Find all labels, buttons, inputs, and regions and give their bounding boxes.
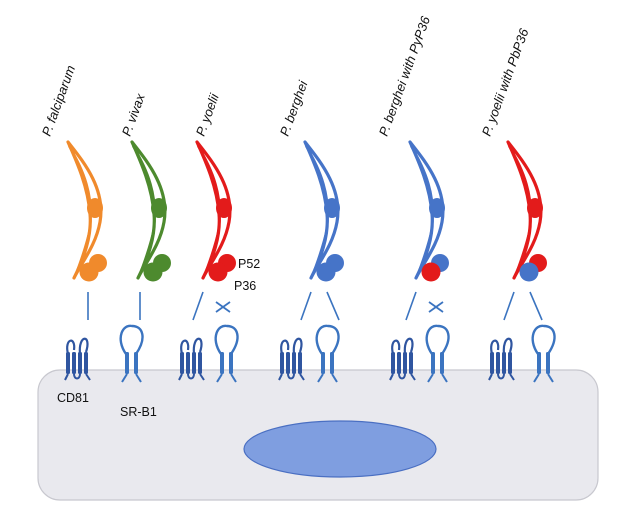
p36-protein-icon bbox=[208, 262, 228, 282]
nucleus-icon bbox=[216, 198, 232, 218]
srb1-receptor-icon bbox=[214, 324, 239, 383]
nucleus-icon bbox=[243, 420, 437, 478]
sporozoite-icon bbox=[130, 140, 171, 282]
cd81-receptor-icon bbox=[488, 337, 515, 381]
sporozoite-icon bbox=[506, 140, 547, 282]
p52-label: P52 bbox=[238, 257, 260, 271]
interaction-line bbox=[529, 291, 543, 321]
nucleus-icon bbox=[151, 198, 167, 218]
srb1-receptor-icon bbox=[119, 324, 144, 383]
srb1-receptor-icon bbox=[315, 324, 340, 383]
srb1-label: SR-B1 bbox=[120, 405, 157, 419]
species-label-berghei-pyp36: P. berghei with PyP36 bbox=[376, 14, 434, 138]
interaction-line bbox=[300, 291, 312, 321]
p36-protein-icon bbox=[79, 262, 99, 282]
p36-protein-icon bbox=[519, 262, 539, 282]
p36-protein-icon bbox=[316, 262, 336, 282]
sporozoite-icon bbox=[66, 140, 107, 282]
species-label-vivax: P. vivax bbox=[119, 91, 148, 138]
srb1-receptor-icon bbox=[425, 324, 450, 383]
nucleus-icon bbox=[324, 198, 340, 218]
cd81-label: CD81 bbox=[57, 391, 89, 405]
cd81-receptor-icon bbox=[389, 337, 416, 381]
p36-label: P36 bbox=[234, 279, 256, 293]
nucleus-icon bbox=[429, 198, 445, 218]
sporozoite-icon bbox=[303, 140, 344, 282]
interaction-line bbox=[192, 291, 204, 321]
interaction-line bbox=[405, 291, 417, 321]
cd81-receptor-icon bbox=[178, 337, 205, 381]
cd81-receptor-icon bbox=[278, 337, 305, 381]
p36-protein-icon bbox=[143, 262, 163, 282]
species-label-yoelii-pbp36: P. yoelii with PbP36 bbox=[479, 26, 532, 138]
cross-icon bbox=[428, 301, 444, 313]
nucleus-icon bbox=[527, 198, 543, 218]
sporozoite-icon bbox=[195, 140, 236, 282]
species-label-falciparum: P. falciparum bbox=[39, 63, 79, 138]
cross-icon bbox=[215, 301, 231, 313]
sporozoite-icon bbox=[408, 140, 449, 282]
interaction-line bbox=[326, 291, 340, 321]
species-label-berghei: P. berghei bbox=[277, 78, 311, 138]
srb1-receptor-icon bbox=[531, 324, 556, 383]
nucleus-icon bbox=[87, 198, 103, 218]
cd81-receptor-icon bbox=[64, 337, 91, 381]
interaction-line bbox=[503, 291, 515, 321]
p36-protein-icon bbox=[421, 262, 441, 282]
species-label-yoelii: P. yoelii bbox=[193, 91, 222, 138]
